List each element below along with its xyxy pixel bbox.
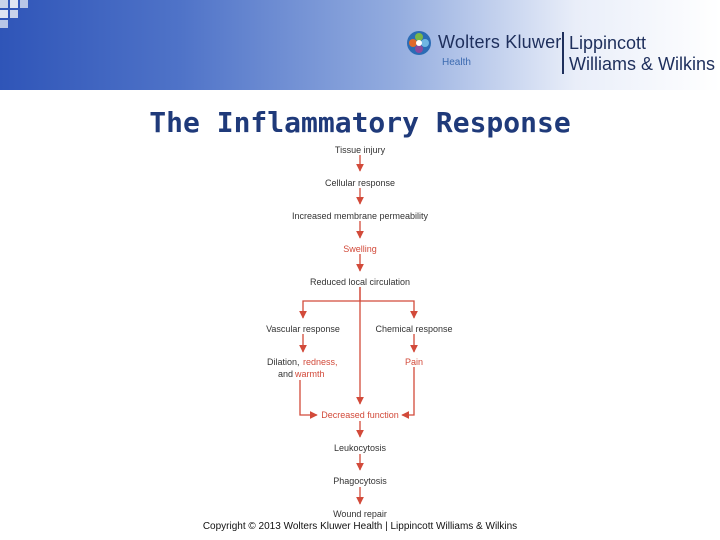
logo-division: Health <box>442 57 471 68</box>
node-phagocytosis: Phagocytosis <box>333 476 387 486</box>
node-cellular-response: Cellular response <box>325 178 395 188</box>
node-vascular-response: Vascular response <box>266 324 340 334</box>
node-redness: redness, <box>303 357 338 367</box>
node-warmth: warmth <box>294 369 325 379</box>
node-decreased-function: Decreased function <box>321 410 399 420</box>
logo-brand-line2: Williams & Wilkins <box>569 54 715 74</box>
node-wound-repair: Wound repair <box>333 509 387 519</box>
page-title-text: The Inflammatory Response <box>149 106 571 139</box>
decor-square <box>0 10 8 18</box>
logo-divider <box>562 32 564 74</box>
node-membrane-permeability: Increased membrane permeability <box>292 211 429 221</box>
page-title: The Inflammatory Response <box>0 106 720 139</box>
node-chemical-response: Chemical response <box>375 324 452 334</box>
arrow-connector <box>360 300 418 319</box>
node-pain: Pain <box>405 357 423 367</box>
copyright-footer: Copyright © 2013 Wolters Kluwer Health |… <box>202 521 518 532</box>
decor-square <box>20 0 28 8</box>
arrow-connector <box>299 380 318 419</box>
logo-company-name: Wolters Kluwer <box>438 32 562 52</box>
decor-square <box>0 0 8 8</box>
node-dilation: Dilation, <box>267 357 300 367</box>
node-tissue-injury: Tissue injury <box>335 145 386 155</box>
logo-brand-line1: Lippincott <box>569 33 647 53</box>
publisher-logo: Wolters Kluwer Health Lippincott William… <box>406 28 716 80</box>
decor-square <box>10 0 18 8</box>
node-swelling: Swelling <box>343 244 377 254</box>
arrow-connector <box>401 367 415 419</box>
node-reduced-circulation: Reduced local circulation <box>310 277 410 287</box>
decor-square <box>10 10 18 18</box>
decor-square <box>0 20 8 28</box>
arrow-connector <box>299 287 361 319</box>
globe-icon <box>407 31 431 55</box>
node-and: and <box>278 369 293 379</box>
node-leukocytosis: Leukocytosis <box>334 443 387 453</box>
header-banner: Wolters Kluwer Health Lippincott William… <box>0 0 720 90</box>
